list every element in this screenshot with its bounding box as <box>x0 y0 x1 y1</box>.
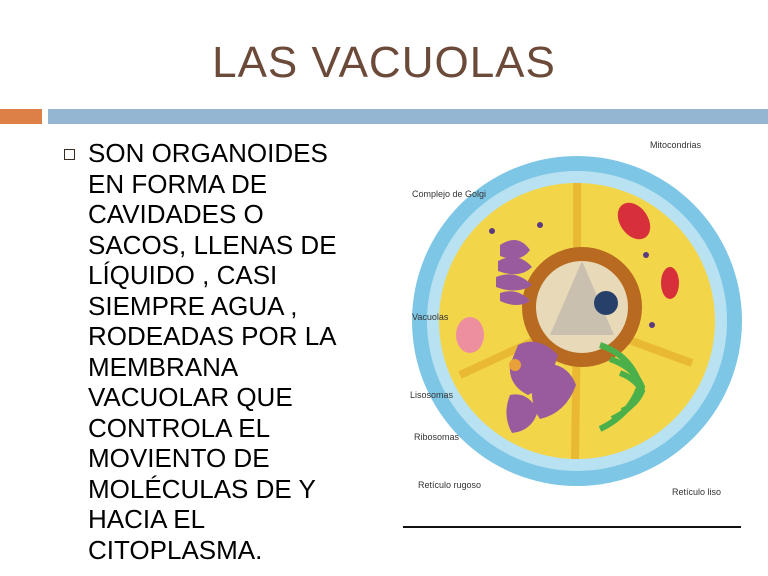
label-mitocondrias: Mitocondrias <box>650 140 702 150</box>
label-vacuolas: Vacuolas <box>412 312 449 322</box>
smooth-er <box>598 342 646 432</box>
bullet-square-icon <box>64 149 75 160</box>
ribosomes <box>489 222 655 328</box>
accent-bar-orange <box>0 109 42 124</box>
accent-bar-blue <box>48 109 768 124</box>
cell-diagram <box>412 156 742 486</box>
mitochondrion <box>661 267 679 299</box>
nucleolus <box>594 291 618 315</box>
lysosome <box>509 359 521 371</box>
divider-line <box>403 526 741 528</box>
label-reticulo-liso: Retículo liso <box>672 487 722 497</box>
mitochondrion <box>617 202 651 240</box>
slide-title: LAS VACUOLAS <box>212 38 556 87</box>
golgi-apparatus <box>496 240 532 305</box>
label-ribosomas: Ribosomas <box>414 432 460 442</box>
vacuole <box>456 317 484 353</box>
rough-er <box>506 341 576 433</box>
label-lisosomas: Lisosomas <box>410 390 454 400</box>
label-reticulo-rugoso: Retículo rugoso <box>418 480 482 490</box>
bullet-text: SON ORGANOIDES EN FORMA DE CAVIDADES O S… <box>88 138 337 565</box>
label-golgi: Complejo de Golgi <box>412 189 487 199</box>
